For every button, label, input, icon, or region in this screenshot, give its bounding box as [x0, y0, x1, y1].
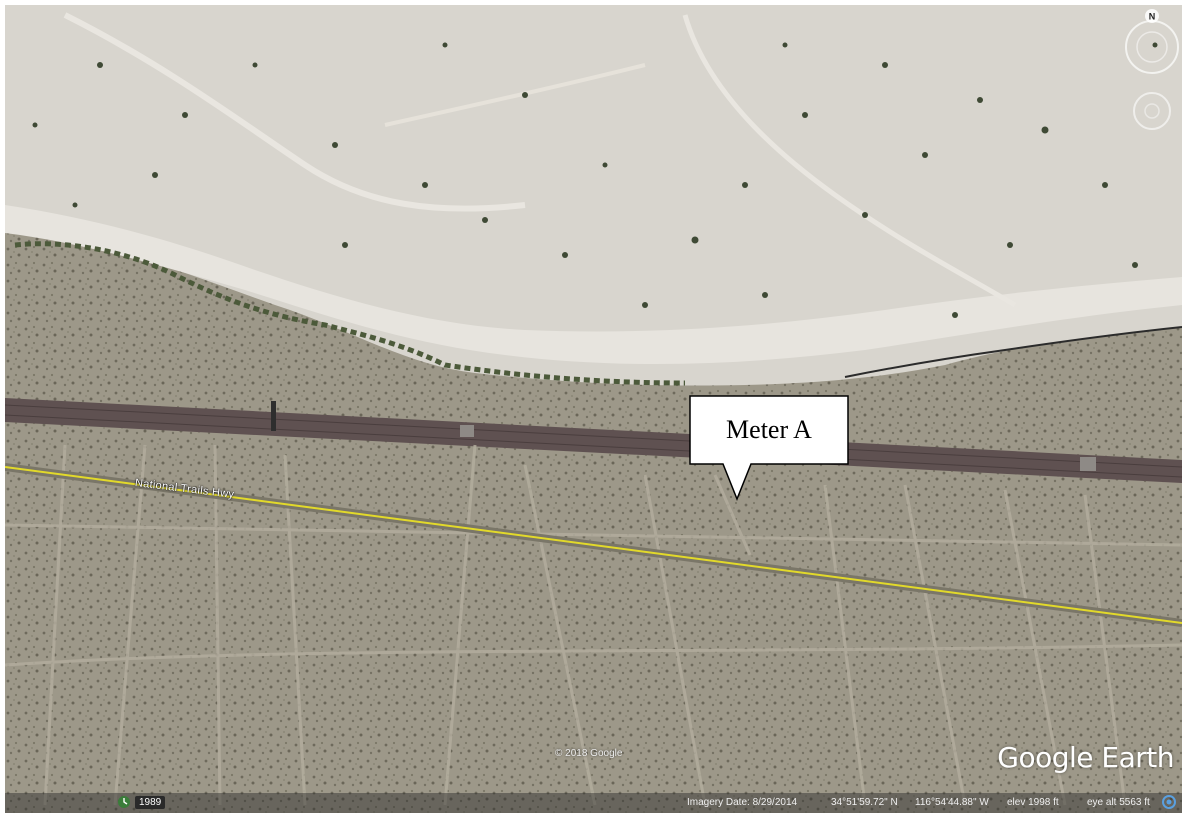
copyright-text: © 2018 Google [555, 748, 623, 759]
map-view[interactable]: Meter A National Trails Hwy © 2018 Googl… [5, 5, 1182, 813]
navigation-controls[interactable]: N [1122, 5, 1182, 145]
historical-imagery-icon[interactable] [117, 795, 131, 809]
eye-altitude-readout: eye alt 5563 ft [1087, 797, 1150, 808]
imagery-date: Imagery Date: 8/29/2014 [687, 797, 798, 808]
callout-shape [689, 395, 849, 502]
google-earth-logo: Google Earth [997, 741, 1174, 774]
streaming-status-icon [1162, 795, 1176, 809]
latitude-readout: 34°51'59.72" N [831, 797, 898, 808]
status-bar: 1989 Imagery Date: 8/29/2014 34°51'59.72… [5, 793, 1182, 813]
elevation-readout: elev 1998 ft [1007, 797, 1059, 808]
historical-year-badge[interactable]: 1989 [135, 796, 166, 809]
longitude-readout: 116°54'44.88" W [915, 797, 989, 808]
look-joystick-icon[interactable] [1133, 92, 1171, 130]
callout-label: Meter A [726, 415, 812, 444]
riverbed-shrubs [32, 42, 1158, 318]
compass-icon[interactable] [1125, 9, 1179, 74]
dirt-tracks [5, 444, 1182, 806]
meter-a-callout: Meter A [689, 395, 849, 502]
compass-north-label: N [1149, 12, 1156, 22]
satellite-map[interactable] [5, 5, 1182, 813]
